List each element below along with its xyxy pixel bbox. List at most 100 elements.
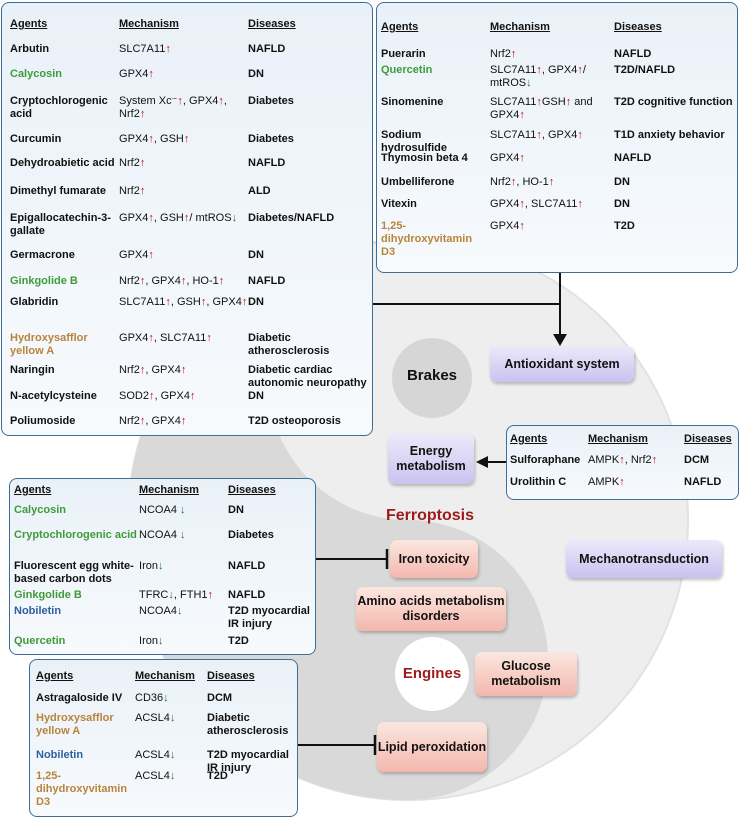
- agent-name: Arbutin: [10, 43, 50, 55]
- up-arrow-icon: ↑: [565, 96, 572, 108]
- up-arrow-icon: ↑: [165, 43, 171, 55]
- panel_tl-header-agents: Agents: [10, 18, 48, 30]
- disease-text: Diabetes: [248, 95, 294, 107]
- disease-text: DCM: [207, 692, 233, 704]
- agent-name: Sinomenine: [381, 96, 444, 108]
- panel-energy: [506, 425, 739, 500]
- down-arrow-icon: ↓: [157, 635, 164, 647]
- up-arrow-icon: ↑: [619, 454, 625, 466]
- iron-toxicity-box: Iron toxicity: [390, 540, 478, 578]
- agent-name: Dehydroabietic acid: [10, 157, 115, 169]
- down-arrow-icon: ↓: [157, 560, 164, 572]
- disease-text: NAFLD: [228, 560, 266, 572]
- engines-label: Engines: [402, 665, 462, 682]
- disease-text: NAFLD: [248, 157, 286, 169]
- disease-text: Diabetic atherosclerosis: [207, 712, 289, 737]
- agent-name: N-acetylcysteine: [10, 390, 97, 402]
- disease-text: NAFLD: [248, 275, 286, 287]
- up-arrow-icon: ↑: [200, 296, 207, 308]
- disease-text: DN: [228, 504, 244, 516]
- agent-name: Curcumin: [10, 133, 62, 145]
- disease-text: NAFLD: [614, 48, 652, 60]
- agent-name: Germacrone: [10, 249, 75, 261]
- agent-name: Vitexin: [381, 198, 417, 210]
- up-arrow-icon: ↑: [577, 64, 583, 76]
- mechanism-text: Nrf2↑, GPX4↑, HO-1↑: [119, 275, 225, 287]
- down-arrow-icon: ↓: [168, 589, 174, 601]
- up-arrow-icon: ↑: [619, 476, 625, 488]
- panel_tl-header-diseases: Diseases: [248, 18, 296, 30]
- up-arrow-icon: ↑: [536, 64, 542, 76]
- disease-text: NAFLD: [228, 589, 266, 601]
- agent-name: Cryptochlorogenic acid: [14, 529, 137, 541]
- up-arrow-icon: ↑: [189, 390, 196, 402]
- ferroptosis-label: Ferroptosis: [385, 507, 474, 524]
- disease-text: T2D osteoporosis: [248, 415, 341, 427]
- disease-text: DN: [248, 68, 264, 80]
- down-arrow-icon: ↓: [163, 692, 169, 704]
- mechanism-text: SOD2↑, GPX4↑: [119, 390, 196, 402]
- panel_tr-header-mechanism: Mechanism: [490, 21, 550, 33]
- panel_bl-header-diseases: Diseases: [207, 670, 255, 682]
- mechanism-text: ACSL4↓: [135, 770, 176, 782]
- mechanism-text: ACSL4↓: [135, 749, 176, 761]
- up-arrow-icon: ↑: [577, 198, 583, 210]
- up-arrow-icon: ↑: [139, 157, 146, 169]
- panel_ml-header-agents: Agents: [14, 484, 52, 496]
- disease-text: T2D myocardial IR injury: [207, 749, 289, 774]
- up-arrow-icon: ↑: [148, 68, 154, 80]
- panel_tl-header-mechanism: Mechanism: [119, 18, 179, 30]
- engines-circle: [395, 637, 469, 711]
- mechanism-text: Nrf2↑, GPX4↑: [119, 415, 187, 427]
- disease-text: DN: [248, 296, 264, 308]
- agent-name: Umbelliferone: [381, 176, 455, 188]
- mechanism-text: SLC7A11↑, GPX4↑: [490, 129, 583, 141]
- disease-text: T2D: [207, 770, 228, 782]
- up-arrow-icon: ↑: [510, 176, 517, 188]
- mechanism-text: SLC7A11↑GSH↑ and GPX4↑: [490, 96, 593, 121]
- up-arrow-icon: ↑: [218, 275, 225, 287]
- mechanism-text: AMPK↑, Nrf2↑: [588, 454, 658, 466]
- up-arrow-icon: ↑: [180, 364, 187, 376]
- mechanism-text: GPX4↑, GSH↑/ mtROS↓: [119, 212, 238, 224]
- mechanotransduction-box: Mechanotransduction: [566, 540, 722, 578]
- mechanism-text: GPX4↑, GSH↑: [119, 133, 190, 145]
- antioxidant-system-box: Antioxidant system: [490, 346, 634, 382]
- amino-acids-box: Amino acids metabolism disorders: [356, 587, 506, 631]
- disease-text: Diabetes/NAFLD: [248, 212, 335, 224]
- disease-text: Diabetes: [248, 133, 294, 145]
- up-arrow-icon: ↑: [510, 48, 517, 60]
- up-arrow-icon: ↑: [139, 415, 146, 427]
- up-arrow-icon: ↑: [148, 390, 155, 402]
- up-arrow-icon: ↑: [207, 589, 214, 601]
- up-arrow-icon: ↑: [139, 185, 146, 197]
- agent-name: Epigallocatechin-3-gallate: [10, 212, 111, 237]
- disease-text: T2D myocardial IR injury: [228, 605, 310, 630]
- down-arrow-icon: ↓: [176, 605, 183, 617]
- up-arrow-icon: ↑: [536, 129, 542, 141]
- panel-iron: [9, 478, 316, 655]
- down-arrow-icon: ↓: [526, 77, 532, 89]
- mechanism-text: NCOA4↓: [139, 605, 183, 617]
- mechanism-text: Nrf2↑: [119, 157, 146, 169]
- disease-text: DN: [248, 249, 264, 261]
- agent-name: Calycosin: [14, 504, 66, 516]
- up-arrow-icon: ↑: [519, 109, 525, 121]
- agent-name: Glabridin: [10, 296, 59, 308]
- disease-text: DN: [248, 390, 264, 402]
- mechanism-text: NCOA4 ↓: [139, 529, 186, 541]
- mechanism-text: CD36↓: [135, 692, 169, 704]
- up-arrow-icon: ↑: [536, 96, 542, 108]
- up-arrow-icon: ↑: [183, 212, 190, 224]
- up-arrow-icon: ↑: [241, 296, 248, 308]
- down-arrow-icon: ↓: [180, 529, 186, 541]
- mechanism-text: GPX4↑, SLC7A11↑: [119, 332, 212, 344]
- up-arrow-icon: ↑: [651, 454, 658, 466]
- panel_tr-header-diseases: Diseases: [614, 21, 662, 33]
- disease-text: T2D: [614, 220, 635, 232]
- disease-text: T1D anxiety behavior: [614, 129, 725, 141]
- agent-name: Naringin: [10, 364, 55, 376]
- glucose-metabolism-box: Glucose metabolism: [475, 652, 577, 696]
- agent-name: Nobiletin: [36, 749, 84, 761]
- agent-name: Thymosin beta 4: [381, 152, 468, 164]
